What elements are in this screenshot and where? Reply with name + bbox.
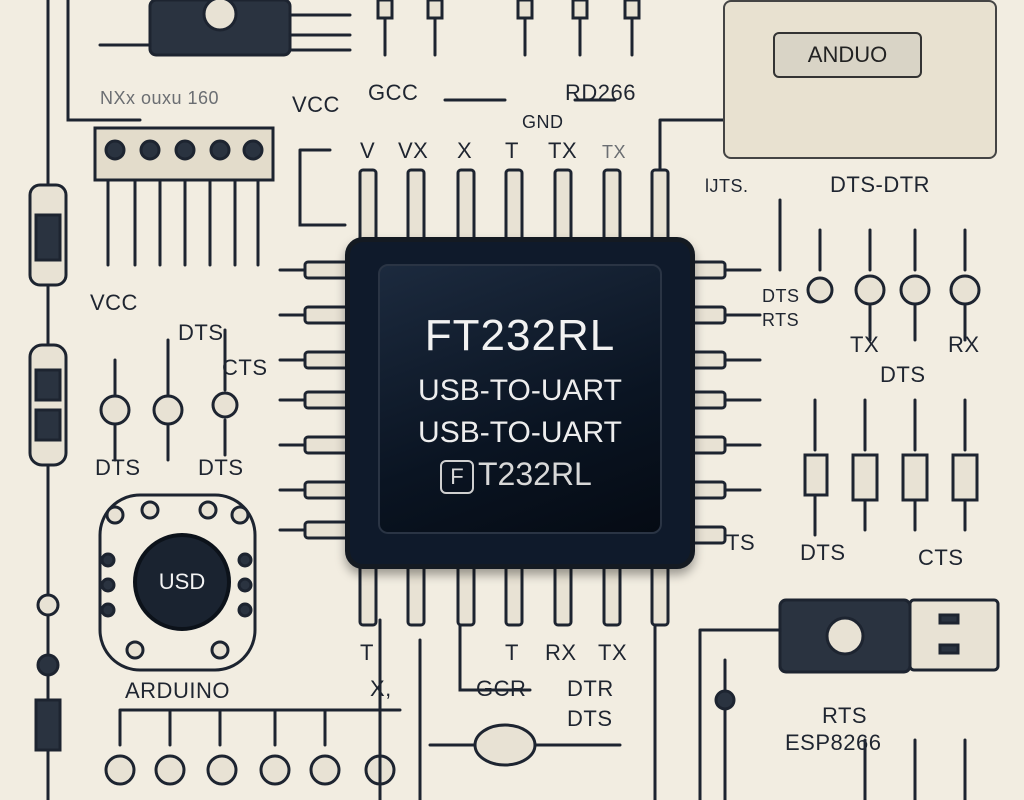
label-tx-right: TX: [850, 332, 880, 357]
chip-title: FT232RL: [424, 311, 616, 360]
label-pin-vx: VX: [398, 138, 429, 163]
label-bottom-t2: T: [505, 640, 519, 665]
label-dts-right-mid: DTS: [880, 362, 926, 387]
chip-subtitle-2: USB-TO-UART: [418, 416, 622, 449]
label-esp8266: ESP8266: [785, 730, 882, 755]
label-rts-bottom: RTS: [822, 703, 868, 728]
chip-logo-text: T232RL: [478, 456, 592, 492]
left-bus-wire-2: [66, 0, 142, 122]
label-rts-right-chip: RTS: [762, 310, 800, 330]
label-pin-x: X: [457, 138, 473, 163]
label-cts-left: CTS: [222, 355, 268, 380]
label-bottom-t: T: [360, 640, 374, 665]
crystal-oscillator: [473, 723, 537, 767]
label-dts-right-chip: DTS: [762, 286, 800, 306]
label-dts-left: DTS: [178, 320, 224, 345]
label-ldts: lJTS.: [705, 176, 749, 196]
label-pin-v: V: [360, 138, 376, 163]
label-vcc-left: VCC: [90, 290, 138, 315]
label-ts-right-chip: TS: [726, 530, 756, 555]
label-gcc-top: GCC: [368, 80, 419, 105]
label-gcr: GCR: [476, 676, 527, 701]
usb-connector-label: USD: [158, 569, 206, 594]
label-dts-bottom-left-a: DTS: [95, 455, 141, 480]
label-gnd: GND: [522, 112, 564, 132]
label-vcc-top: VCC: [292, 92, 340, 117]
label-cts-lower-right: CTS: [918, 545, 964, 570]
label-rx-right: RX: [948, 332, 980, 357]
top-left-module-knob: [202, 0, 238, 32]
label-pin-t: T: [505, 138, 519, 163]
label-bottom-x: X,: [370, 676, 392, 701]
label-dts-bottom-left-b: DTS: [198, 455, 244, 480]
label-pin-tx-faint: TX: [602, 142, 627, 162]
chip-logo-mark: F: [440, 459, 474, 494]
left-resistor-2: [28, 343, 68, 467]
arduino-board-tag: ANDUO: [773, 32, 922, 78]
usb-plug: [908, 598, 1000, 672]
label-dtr-bottom: DTR: [567, 676, 614, 701]
chip-subtitle-1: USB-TO-UART: [418, 374, 622, 407]
label-dts-bottom: DTS: [567, 706, 613, 731]
label-dts-dtr: DTS-DTR: [830, 172, 931, 197]
label-dts-lower-right: DTS: [800, 540, 846, 565]
label-bottom-tx: TX: [598, 640, 628, 665]
label-rd266: RD266: [565, 80, 636, 105]
label-pin-tx: TX: [548, 138, 578, 163]
label-bottom-rx: RX: [545, 640, 577, 665]
arduino-board: ANDUO: [723, 0, 997, 159]
label-top-left-scrawl: NXx ouxu 160: [100, 88, 220, 108]
usb-connector: USD: [133, 533, 231, 631]
label-arduino: ARDUINO: [125, 678, 230, 703]
